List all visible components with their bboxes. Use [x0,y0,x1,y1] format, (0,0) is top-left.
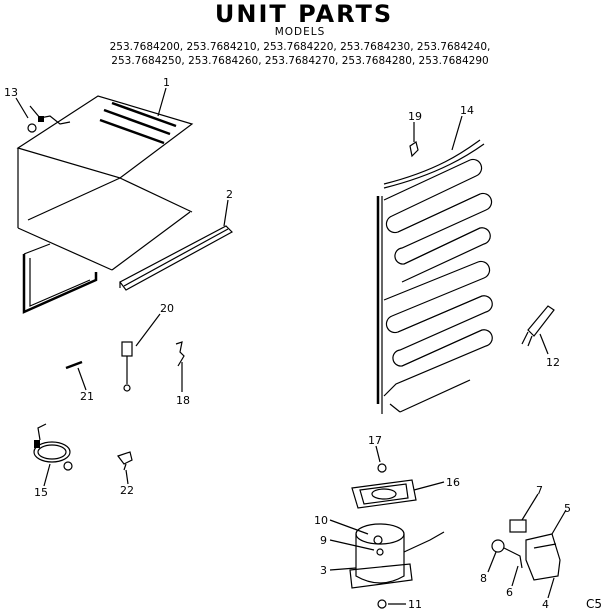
callout-10: 10 [314,514,328,527]
callout-19: 19 [408,110,422,123]
callout-9: 9 [320,534,327,547]
callout-7: 7 [536,484,543,497]
callout-20: 20 [160,302,174,315]
part-16-drain-pan [351,479,417,509]
part-19-clip [409,141,419,158]
callout-22: 22 [120,484,134,497]
callout-8: 8 [480,572,487,585]
callout-13: 13 [4,86,18,99]
callout-1: 1 [163,76,170,89]
callout-16: 16 [446,476,460,489]
part-21-screw [65,360,83,370]
callout-4: 4 [542,598,549,611]
callout-11: 11 [408,598,422,611]
part-15-power-cord [33,423,73,471]
compressor [349,523,445,609]
callout-14: 14 [460,104,474,117]
callout-6: 6 [506,586,513,599]
part-20-control [121,341,133,392]
models-label: MODELS [274,26,326,38]
part-17-grommet [377,463,387,473]
callout-21: 21 [80,390,94,403]
callout-5: 5 [564,502,571,515]
part-2-shelf-bar [119,225,233,291]
callout-18: 18 [176,394,190,407]
part-18-clip [175,341,185,367]
part-13-sensor [27,105,71,133]
callout-15: 15 [34,486,48,499]
callout-3: 3 [320,564,327,577]
part-14-condenser [376,139,493,414]
model-line-2: 253.7684250, 253.7684260, 253.7684270, 2… [111,55,489,67]
door-frame [22,243,98,314]
leader-lines [15,87,567,605]
part-22-fastener [117,451,133,471]
callout-17: 17 [368,434,382,447]
relay-assembly [491,519,561,581]
model-line-1: 253.7684200, 253.7684210, 253.7684220, 2… [109,41,491,53]
page-title: UNIT PARTS [214,0,394,28]
part-12-drier [521,305,555,347]
page-code: C5 [586,597,602,611]
callout-12: 12 [546,356,560,369]
part-1-liner [16,95,194,271]
callout-2: 2 [226,188,233,201]
